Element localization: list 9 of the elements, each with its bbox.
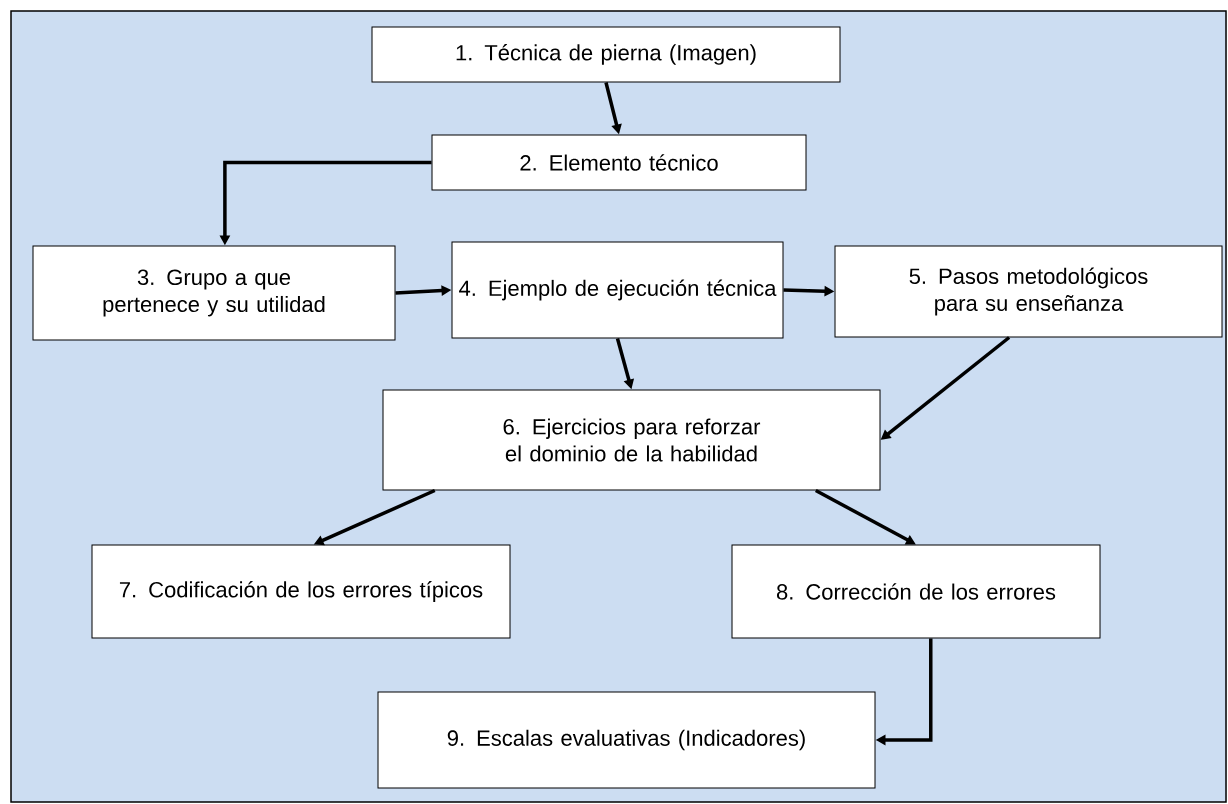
process-box: 5. Pasos metodológicos para su enseñanza [834,245,1223,338]
process-box: 6. Ejercicios para reforzar el dominio de la habilidad [382,389,881,491]
process-box: 4. Ejemplo de ejecución técnica [451,241,784,339]
process-box: 1. Técnica de pierna (Imagen) [371,26,841,83]
process-box: 8. Corrección de los errores [731,544,1101,639]
process-box: 3. Grupo a que pertenece y su utilidad [32,245,396,341]
process-box: 2. Elemento técnico [431,134,807,191]
process-box: 9. Escalas evaluativas (Indicadores) [377,691,876,789]
process-box: 7. Codificación de los errores típicos [91,544,511,639]
